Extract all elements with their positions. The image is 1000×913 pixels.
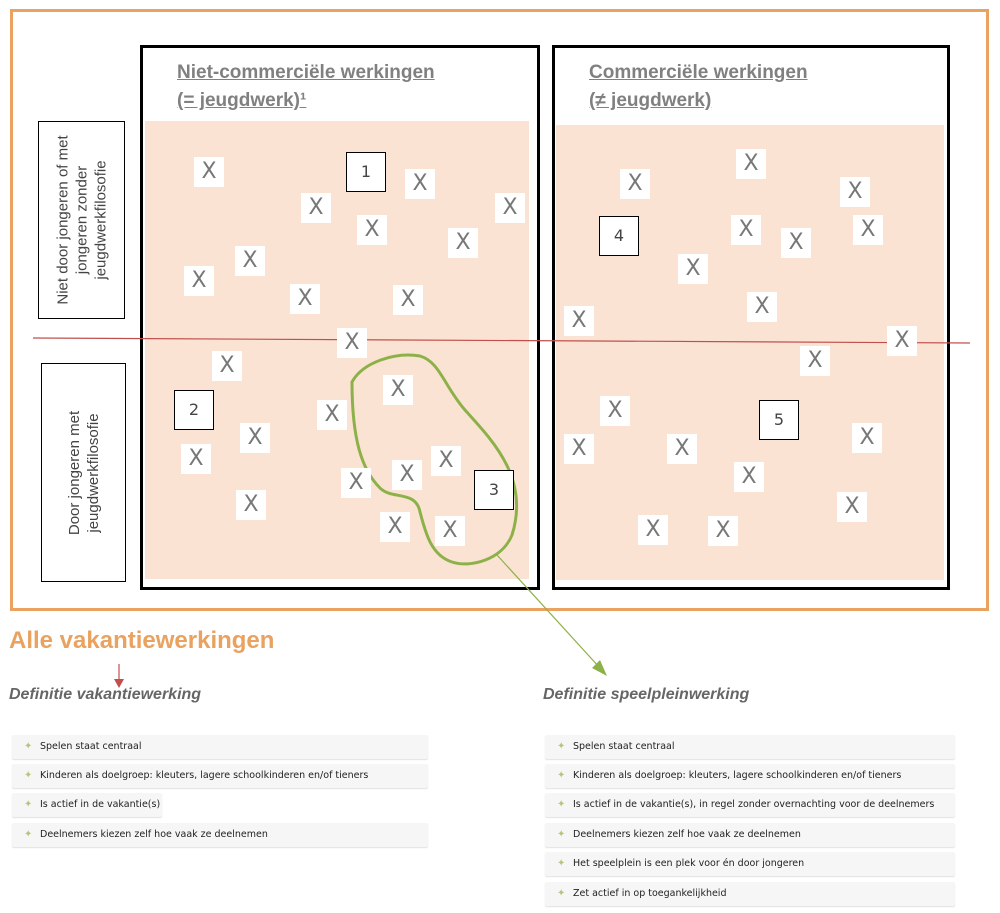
x-marker: X bbox=[184, 266, 214, 296]
x-marker: X bbox=[620, 169, 650, 199]
right-panel-fill bbox=[556, 125, 944, 580]
x-marker: X bbox=[181, 444, 211, 474]
definition-speelpleinwerking-item: ✦Spelen staat centraal bbox=[545, 735, 955, 759]
plus-bullet-icon: ✦ bbox=[557, 888, 566, 899]
highlight-arrow-head bbox=[592, 660, 607, 676]
x-marker: X bbox=[393, 285, 423, 315]
x-marker: X bbox=[341, 468, 371, 498]
left-panel-title-line1: Niet-commerciële werkingen bbox=[177, 62, 435, 83]
plus-bullet-icon: ✦ bbox=[557, 741, 566, 752]
plus-bullet-icon: ✦ bbox=[557, 858, 566, 869]
horizontal-divider bbox=[32, 337, 971, 344]
x-marker: X bbox=[600, 396, 630, 426]
x-marker: X bbox=[852, 423, 882, 453]
row-label-top: Niet door jongeren of met jongeren zonde… bbox=[38, 121, 125, 319]
definition-vakantiewerking-item: ✦Kinderen als doelgroep: kleuters, lager… bbox=[12, 764, 428, 788]
title-arrow-head bbox=[114, 679, 124, 688]
plus-bullet-icon: ✦ bbox=[557, 770, 566, 781]
box-5: 5 bbox=[759, 400, 799, 440]
x-marker: X bbox=[448, 228, 478, 258]
x-marker: X bbox=[383, 375, 413, 405]
box-3: 3 bbox=[474, 470, 514, 510]
highlight-outline bbox=[350, 353, 519, 566]
x-marker: X bbox=[678, 254, 708, 284]
x-marker: X bbox=[236, 490, 266, 520]
definition-speelpleinwerking-item: ✦Zet actief in op toegankelijkheid bbox=[545, 882, 955, 906]
definition-vakantiewerking-item: ✦Spelen staat centraal bbox=[12, 735, 428, 759]
right-panel-title-line1: Commerciële werkingen bbox=[589, 62, 808, 83]
x-marker: X bbox=[240, 423, 270, 453]
x-marker: X bbox=[731, 215, 761, 245]
x-marker: X bbox=[431, 446, 461, 476]
left-panel bbox=[140, 45, 540, 590]
x-marker: X bbox=[853, 215, 883, 245]
highlight-arrow-line bbox=[496, 554, 601, 669]
right-panel-title-line2: (≠ jeugdwerk) bbox=[589, 90, 712, 111]
right-panel-title: Commerciële werkingen (≠ jeugdwerk) bbox=[589, 59, 808, 115]
x-marker: X bbox=[212, 351, 242, 381]
left-panel-title: Niet-commerciële werkingen (= jeugdwerk)… bbox=[177, 59, 435, 115]
outer-frame bbox=[10, 9, 989, 611]
plus-bullet-icon: ✦ bbox=[24, 770, 33, 781]
definition-speelpleinwerking-item: ✦Deelnemers kiezen zelf hoe vaak ze deel… bbox=[545, 823, 955, 847]
x-marker: X bbox=[392, 460, 422, 490]
x-marker: X bbox=[317, 400, 347, 430]
x-marker: X bbox=[337, 328, 367, 358]
x-marker: X bbox=[405, 169, 435, 199]
definition-speelpleinwerking-item: ✦Het speelplein is een plek voor én door… bbox=[545, 852, 955, 876]
x-marker: X bbox=[837, 492, 867, 522]
box-2: 2 bbox=[174, 390, 214, 430]
definition-vakantiewerking-item: ✦Is actief in de vakantie(s) bbox=[12, 793, 162, 817]
box-1: 1 bbox=[346, 152, 386, 192]
definition-vakantiewerking-item: ✦Deelnemers kiezen zelf hoe vaak ze deel… bbox=[12, 823, 428, 847]
x-marker: X bbox=[435, 516, 465, 546]
plus-bullet-icon: ✦ bbox=[24, 799, 33, 810]
x-marker: X bbox=[747, 292, 777, 322]
definition-speelpleinwerking-item: ✦Kinderen als doelgroep: kleuters, lager… bbox=[545, 764, 955, 788]
x-marker: X bbox=[194, 157, 224, 187]
x-marker: X bbox=[667, 434, 697, 464]
x-marker: X bbox=[380, 512, 410, 542]
plus-bullet-icon: ✦ bbox=[24, 829, 33, 840]
box-4: 4 bbox=[599, 216, 639, 256]
x-marker: X bbox=[638, 515, 668, 545]
x-marker: X bbox=[708, 516, 738, 546]
x-marker: X bbox=[290, 284, 320, 314]
x-marker: X bbox=[734, 462, 764, 492]
x-marker: X bbox=[357, 215, 387, 245]
main-title: Alle vakantiewerkingen bbox=[9, 627, 275, 654]
x-marker: X bbox=[564, 434, 594, 464]
plus-bullet-icon: ✦ bbox=[24, 741, 33, 752]
x-marker: X bbox=[800, 346, 830, 376]
plus-bullet-icon: ✦ bbox=[557, 799, 566, 810]
x-marker: X bbox=[781, 228, 811, 258]
row-label-bottom: Door jongeren met jeugdwerkfilosofie bbox=[41, 363, 126, 582]
x-marker: X bbox=[235, 246, 265, 276]
x-marker: X bbox=[736, 149, 766, 179]
x-marker: X bbox=[495, 193, 525, 223]
x-marker: X bbox=[564, 306, 594, 336]
definition-vakantiewerking-title: Definitie vakantiewerking bbox=[9, 686, 202, 703]
x-marker: X bbox=[887, 326, 917, 356]
left-panel-title-line2: (= jeugdwerk)¹ bbox=[177, 90, 307, 111]
x-marker: X bbox=[301, 193, 331, 223]
x-marker: X bbox=[840, 177, 870, 207]
definition-speelpleinwerking-item: ✦Is actief in de vakantie(s), in regel z… bbox=[545, 793, 955, 817]
plus-bullet-icon: ✦ bbox=[557, 829, 566, 840]
definition-speelpleinwerking-title: Definitie speelpleinwerking bbox=[543, 686, 750, 703]
right-panel bbox=[552, 45, 950, 590]
